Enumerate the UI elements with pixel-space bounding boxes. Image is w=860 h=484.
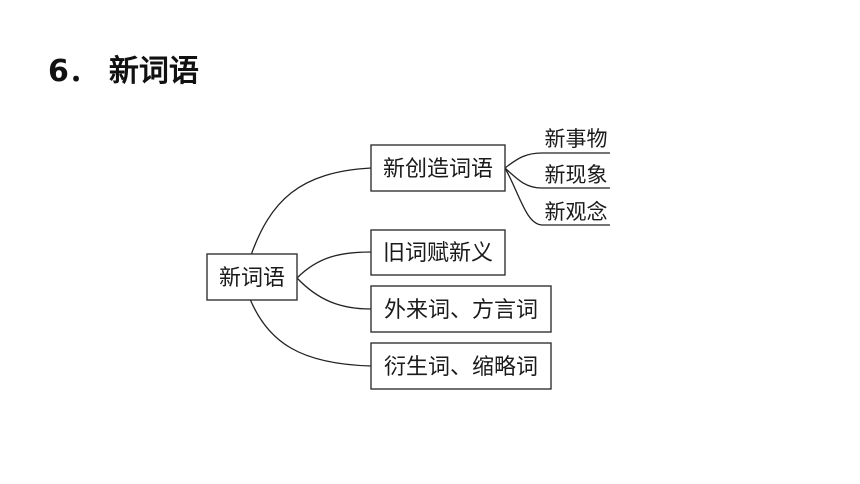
branch-box-2 bbox=[370, 229, 506, 276]
branch-label-2: 旧词赋新义 bbox=[383, 241, 493, 266]
connector-leaf-3 bbox=[504, 167, 543, 226]
connector-leaf-1 bbox=[504, 152, 543, 169]
branch-box-1 bbox=[370, 144, 506, 192]
connector-leaf-2 bbox=[504, 167, 543, 189]
branch-label-1: 新创造词语 bbox=[383, 157, 493, 182]
leaf-label-3: 新观念 bbox=[545, 200, 608, 224]
branch-box-3 bbox=[370, 285, 552, 333]
connector-root-branch-1 bbox=[249, 167, 372, 259]
connector-root-branch-3 bbox=[296, 277, 372, 310]
leaf-label-2: 新现象 bbox=[545, 163, 608, 187]
root-node-label: 新词语 bbox=[219, 266, 285, 291]
branch-label-4: 衍生词、缩略词 bbox=[384, 355, 538, 380]
section-heading: 6． 新词语 bbox=[48, 46, 199, 90]
connector-root-branch-2 bbox=[296, 251, 372, 279]
leaf-label-1: 新事物 bbox=[545, 127, 608, 151]
section-title: 新词语 bbox=[108, 54, 199, 89]
section-number: 6． bbox=[48, 54, 99, 89]
root-node-box bbox=[206, 253, 298, 301]
branch-box-4 bbox=[370, 342, 552, 390]
branch-label-3: 外来词、方言词 bbox=[384, 298, 538, 323]
connector-root-branch-4 bbox=[249, 298, 372, 367]
